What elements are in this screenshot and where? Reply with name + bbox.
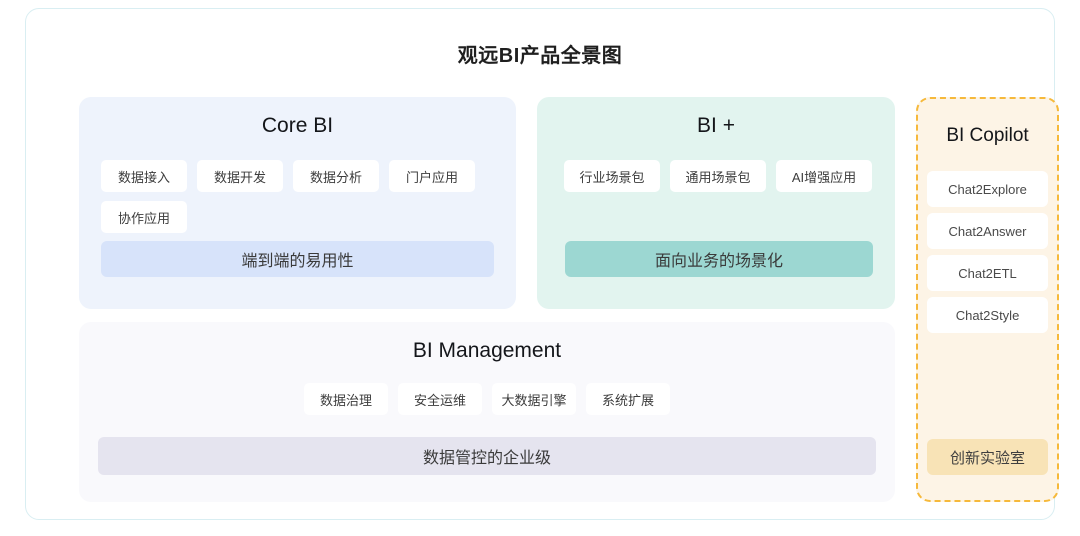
section-bi-plus[interactable]: BI + 行业场景包 通用场景包 AI增强应用 面向业务的场景化 (537, 97, 895, 309)
section-bi-plus-band: 面向业务的场景化 (565, 241, 873, 277)
chip-bi-management-3[interactable]: 系统扩展 (586, 383, 670, 415)
section-bi-plus-chip-list: 行业场景包 通用场景包 AI增强应用 (564, 160, 874, 192)
section-bi-copilot[interactable]: BI Copilot Chat2Explore Chat2Answer Chat… (916, 97, 1059, 502)
section-bi-copilot-title: BI Copilot (946, 125, 1029, 146)
chip-bi-plus-2[interactable]: AI增强应用 (776, 160, 872, 192)
chip-core-bi-3[interactable]: 门户应用 (389, 160, 475, 192)
section-core-bi-chip-list: 数据接入 数据开发 数据分析 门户应用 协作应用 (101, 160, 495, 233)
section-bi-copilot-chip-list: Chat2Explore Chat2Answer Chat2ETL Chat2S… (918, 171, 1057, 333)
section-bi-plus-title: BI + (697, 114, 735, 137)
chip-bi-copilot-1[interactable]: Chat2Answer (927, 213, 1048, 249)
chip-bi-management-2[interactable]: 大数据引擎 (492, 383, 576, 415)
chip-bi-plus-0[interactable]: 行业场景包 (564, 160, 660, 192)
chip-bi-management-1[interactable]: 安全运维 (398, 383, 482, 415)
section-bi-management-band: 数据管控的企业级 (98, 437, 876, 475)
chip-bi-copilot-2[interactable]: Chat2ETL (927, 255, 1048, 291)
chip-core-bi-1[interactable]: 数据开发 (197, 160, 283, 192)
diagram-frame: 观远BI产品全景图 Core BI 数据接入 数据开发 数据分析 门户应用 协作… (25, 8, 1059, 520)
chip-bi-plus-1[interactable]: 通用场景包 (670, 160, 766, 192)
section-bi-management-title: BI Management (412, 339, 562, 362)
chip-bi-management-0[interactable]: 数据治理 (304, 383, 388, 415)
section-bi-management-chip-list: 数据治理 安全运维 大数据引擎 系统扩展 (301, 383, 673, 415)
chip-bi-copilot-3[interactable]: Chat2Style (927, 297, 1048, 333)
section-core-bi[interactable]: Core BI 数据接入 数据开发 数据分析 门户应用 协作应用 端到端的易用性 (79, 97, 516, 309)
section-core-bi-band: 端到端的易用性 (101, 241, 494, 277)
section-core-bi-title: Core BI (261, 114, 334, 137)
chip-core-bi-2[interactable]: 数据分析 (293, 160, 379, 192)
section-bi-management[interactable]: BI Management 数据治理 安全运维 大数据引擎 系统扩展 数据管控的… (79, 322, 895, 502)
chip-bi-copilot-0[interactable]: Chat2Explore (927, 171, 1048, 207)
page-title: 观远BI产品全景图 (457, 45, 623, 67)
chip-core-bi-4[interactable]: 协作应用 (101, 201, 187, 233)
section-bi-copilot-band: 创新实验室 (927, 439, 1048, 475)
chip-core-bi-0[interactable]: 数据接入 (101, 160, 187, 192)
